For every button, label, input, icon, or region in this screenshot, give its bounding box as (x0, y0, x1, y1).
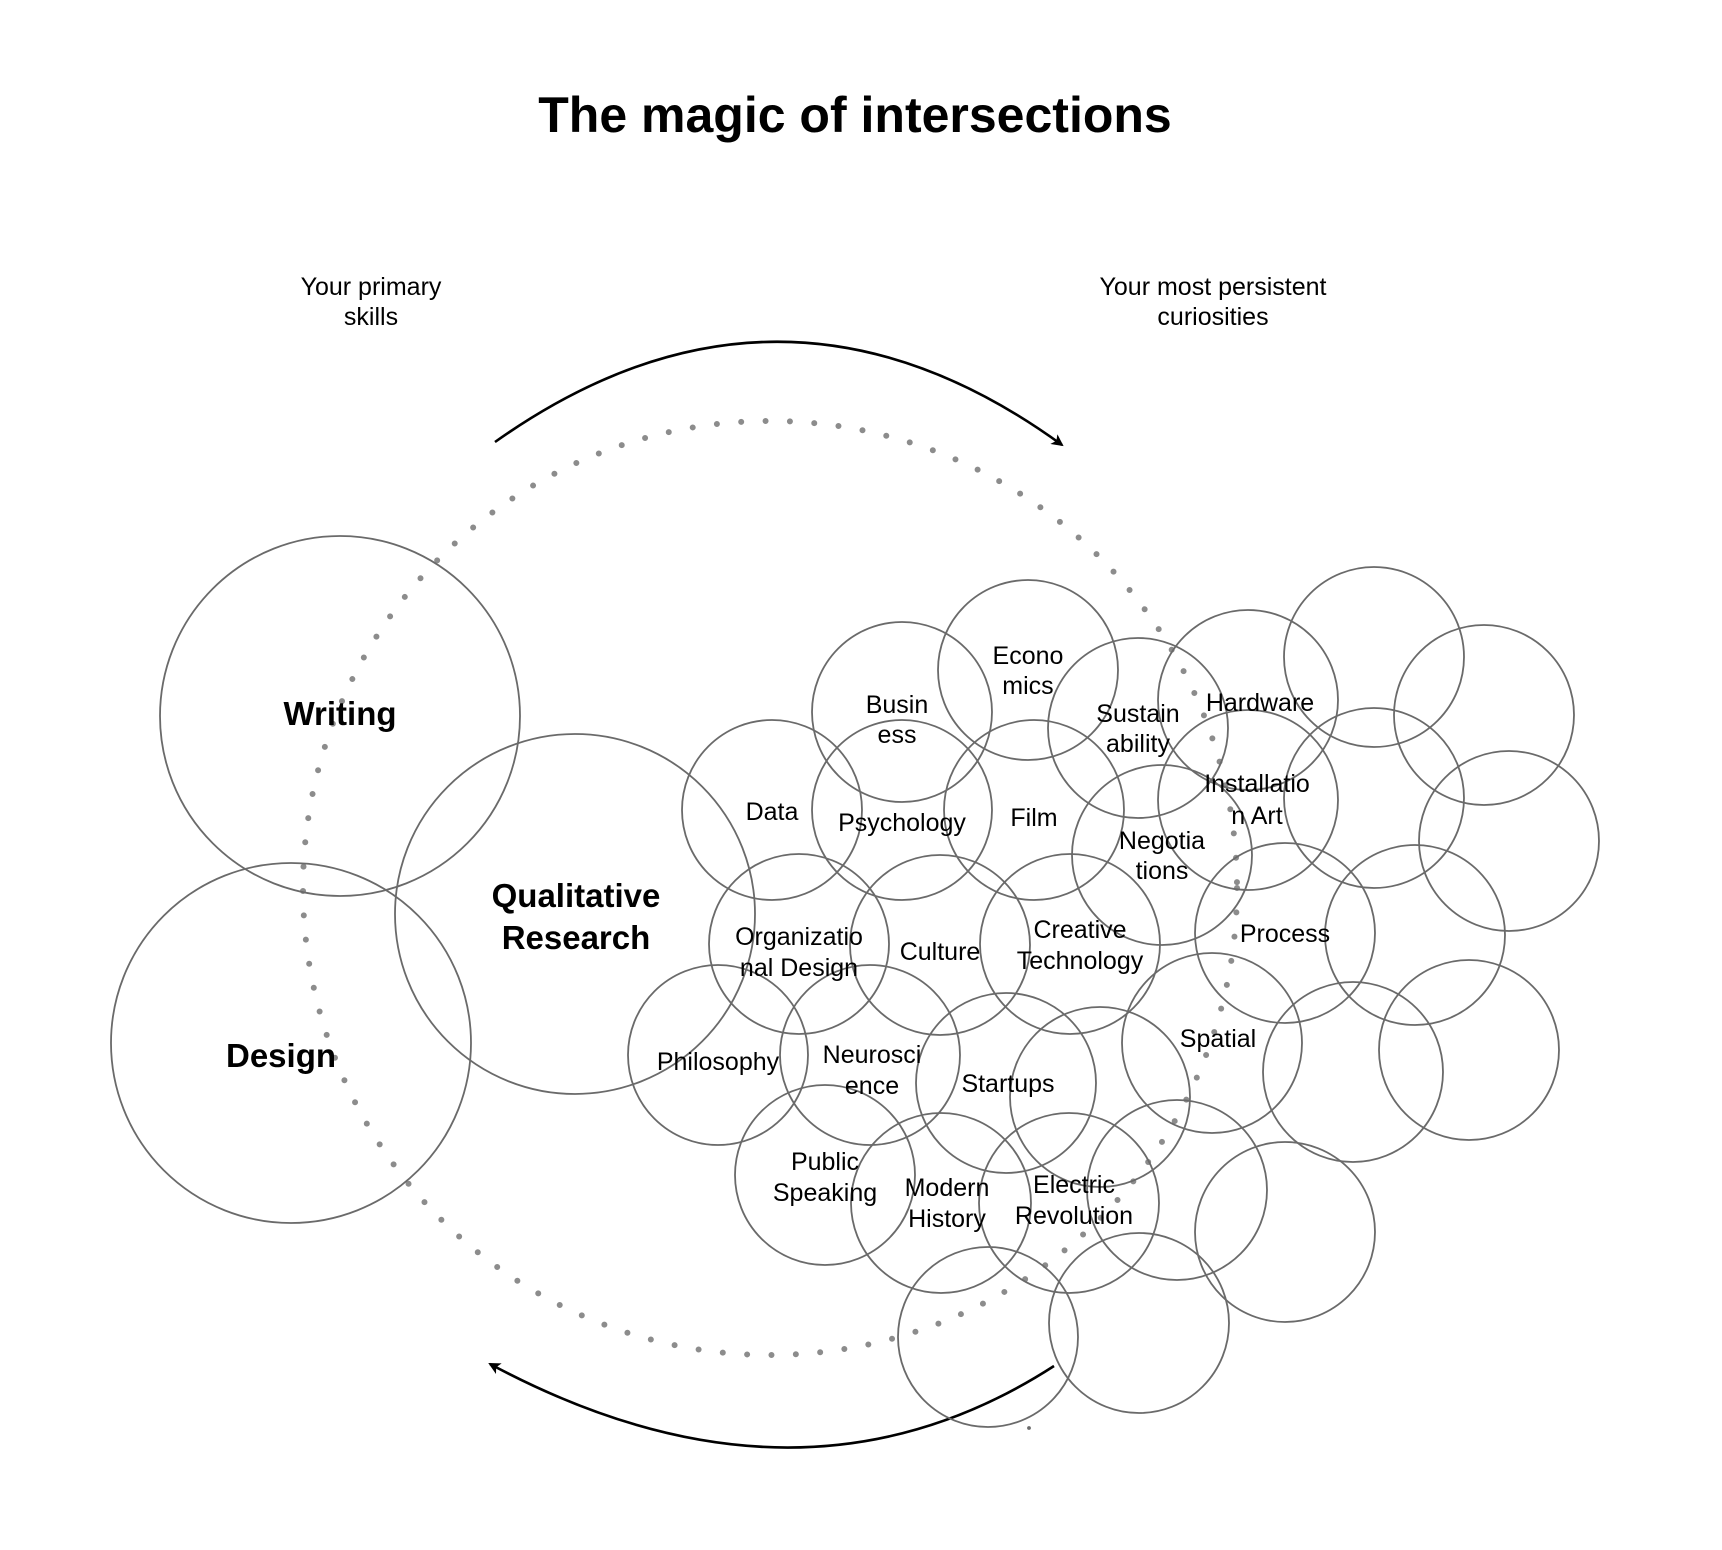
bottom-cycle-arrow (488, 1362, 1055, 1449)
qualitative-research-label: Research (502, 919, 651, 956)
data-label: Data (746, 798, 799, 826)
writing-circle (159, 535, 521, 897)
empty-curiosity-circle (1378, 959, 1560, 1141)
philosophy-circle (627, 964, 809, 1146)
empty-curiosity-circle (1262, 981, 1444, 1163)
hardware-label: Hardware (1206, 689, 1314, 717)
empty-curiosity-circle (1418, 750, 1600, 932)
culture-label: Culture (900, 938, 981, 966)
spatial-circle (1121, 952, 1303, 1134)
process-circle (1194, 842, 1376, 1024)
top-cycle-arrow (494, 340, 1064, 447)
electric-revolution-label: Revolution (1015, 1202, 1133, 1230)
data-circle (681, 719, 863, 901)
installation-art-circle (1157, 709, 1339, 891)
installation-art-label: Installatio (1204, 770, 1310, 798)
culture-circle (849, 854, 1031, 1036)
neuroscience-label: ence (845, 1072, 899, 1100)
electric-revolution-label: Electric (1033, 1171, 1115, 1199)
sustainability-label: Sustain (1096, 700, 1179, 728)
film-label: Film (1010, 804, 1057, 832)
organizational-design-label: Organizatio (735, 923, 863, 951)
diagram-title: The magic of intersections (538, 87, 1171, 143)
economics-circle (937, 579, 1119, 761)
business-label: Busin (866, 691, 929, 719)
economics-label: Econo (993, 642, 1064, 670)
caption-line: Your primary (301, 273, 442, 301)
electric-revolution-circle (978, 1112, 1160, 1294)
empty-curiosity-circle (1194, 1141, 1376, 1323)
qualitative-research-circle (394, 733, 756, 1095)
empty-curiosity-circle (1009, 1006, 1191, 1188)
caption-curiosities: Your most persistent curiosities (1100, 273, 1327, 331)
modern-history-circle (850, 1112, 1032, 1294)
neuroscience-circle (779, 964, 961, 1146)
design-label: Design (226, 1037, 336, 1074)
business-label: ess (878, 721, 917, 749)
spatial-label: Spatial (1180, 1025, 1256, 1053)
psychology-circle (811, 719, 993, 901)
sustainability-label: ability (1106, 730, 1170, 758)
process-label: Process (1240, 920, 1330, 948)
dotted-cycle-ring (300, 418, 1240, 1358)
empty-curiosities-group (897, 566, 1600, 1430)
business-circle (811, 621, 993, 803)
empty-curiosity-circle (897, 1246, 1079, 1428)
hardware-circle (1157, 609, 1339, 791)
startups-label: Startups (961, 1070, 1054, 1098)
caption-line: curiosities (1157, 303, 1268, 331)
public-speaking-circle (734, 1084, 916, 1266)
curiosities-group (627, 579, 1376, 1294)
design-circle (110, 862, 472, 1224)
empty-curiosity-circle (1027, 1426, 1031, 1430)
psychology-label: Psychology (838, 809, 966, 837)
primary-skill-labels: Writing Design Qualitative Research (226, 695, 660, 1074)
creative-technology-circle (979, 853, 1161, 1035)
empty-curiosity-circle (1086, 1099, 1268, 1281)
economics-label: mics (1002, 672, 1053, 700)
creative-technology-label: Creative (1033, 916, 1126, 944)
negotiations-circle (1071, 764, 1253, 946)
sustainability-circle (1047, 637, 1229, 819)
primary-skills-group (110, 535, 756, 1224)
qualitative-research-label: Qualitative (492, 877, 661, 914)
startups-circle (915, 992, 1097, 1174)
caption-primary-skills: Your primary skills (301, 273, 442, 331)
modern-history-label: History (908, 1205, 986, 1233)
empty-curiosity-circle (1283, 566, 1465, 748)
empty-curiosity-circle (1048, 1232, 1230, 1414)
public-speaking-label: Speaking (773, 1179, 877, 1207)
caption-line: skills (344, 303, 398, 331)
organizational-design-label: nal Design (740, 954, 858, 982)
creative-technology-label: Technology (1017, 947, 1144, 975)
philosophy-label: Philosophy (657, 1048, 780, 1076)
organizational-design-circle (708, 853, 890, 1035)
empty-curiosity-circle (1393, 624, 1575, 806)
negotiations-label: tions (1136, 857, 1189, 885)
curiosity-labels: Econo mics Busin ess Sustain ability Har… (657, 642, 1330, 1233)
installation-art-label: n Art (1231, 802, 1282, 830)
empty-curiosity-circle (1324, 844, 1506, 1026)
modern-history-label: Modern (905, 1174, 990, 1202)
caption-line: Your most persistent (1100, 273, 1327, 301)
empty-curiosity-circle (1283, 707, 1465, 889)
negotiations-label: Negotia (1119, 827, 1205, 855)
public-speaking-label: Public (791, 1148, 859, 1176)
neuroscience-label: Neurosci (823, 1041, 922, 1069)
writing-label: Writing (283, 695, 396, 732)
film-circle (943, 719, 1125, 901)
